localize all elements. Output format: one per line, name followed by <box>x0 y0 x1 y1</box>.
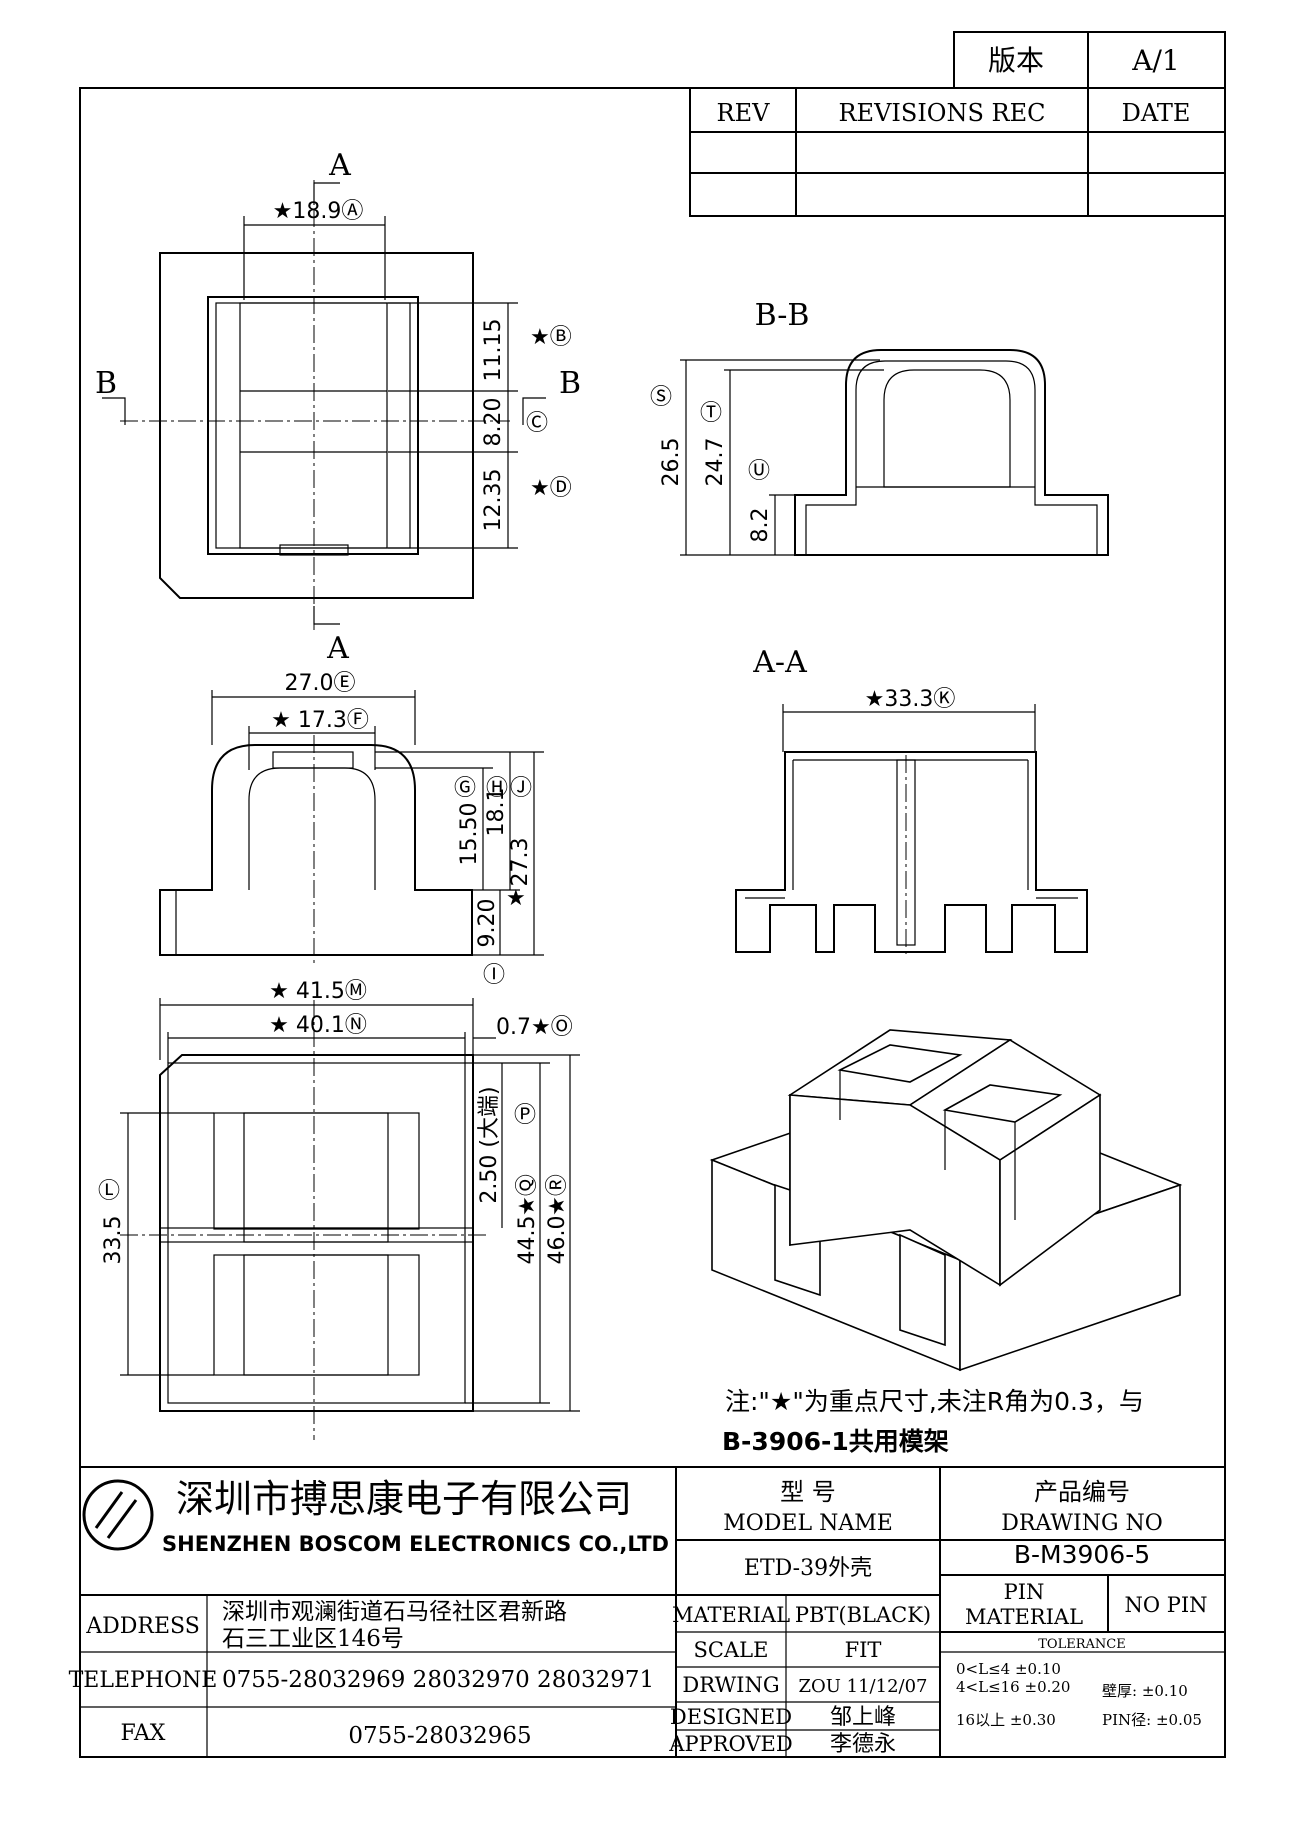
material-label: MATERIAL <box>672 1603 790 1627</box>
telephone-value: 0755-28032969 28032970 28032971 <box>222 1667 654 1693</box>
drawing-no-en: DRAWING NO <box>1001 1511 1163 1536</box>
tolerance-label: TOLERANCE <box>1038 1637 1125 1652</box>
isometric-view <box>709 985 1183 1372</box>
dim-o: 0.7★Ⓞ <box>496 1015 573 1040</box>
revision-table: REV REVISIONS REC DATE <box>689 87 1226 217</box>
note-line-2: B-3906-1共用模架 <box>722 1427 949 1456</box>
dim-r-tag: ★Ⓡ <box>545 1174 570 1216</box>
model-name-cn: 型 号 <box>780 1478 836 1506</box>
dim-i-tag: Ⓘ <box>483 963 505 988</box>
dim-u: 8.2 <box>748 508 773 543</box>
date-header: DATE <box>1122 99 1191 127</box>
scale-value: FIT <box>845 1638 882 1662</box>
dim-f: ★ 17.3Ⓕ <box>271 708 369 733</box>
dim-i: 9.20 <box>475 899 500 948</box>
pin-material-label: MATERIAL <box>965 1605 1083 1629</box>
revisions-header: REVISIONS REC <box>838 99 1045 127</box>
dim-a: ★18.9Ⓐ <box>273 199 364 224</box>
dim-q-tag: ★Ⓠ <box>515 1174 540 1216</box>
fax-label: FAX <box>121 1721 166 1746</box>
pin-diameter-tolerance: PIN径: ±0.05 <box>1102 1711 1202 1729</box>
drawing-no-cn: 产品编号 <box>1034 1478 1130 1506</box>
section-a-top: A <box>328 148 351 183</box>
dim-m: ★ 41.5Ⓜ <box>269 979 367 1004</box>
pin-value: NO PIN <box>1124 1593 1207 1617</box>
section-a-bottom: A <box>326 631 349 666</box>
dim-t: 24.7 <box>703 438 728 487</box>
dim-j: 27.3 <box>508 838 533 887</box>
telephone-label: TELEPHONE <box>69 1668 218 1693</box>
note-line-1: 注:"★"为重点尺寸,未注R角为0.3，与 <box>725 1387 1144 1416</box>
version-value: A/1 <box>1131 44 1179 77</box>
dim-l-tag: Ⓛ <box>98 1179 120 1204</box>
company-name-en: SHENZHEN BOSCOM ELECTRONICS CO.,LTD <box>162 1532 669 1556</box>
dim-c-tag: Ⓒ <box>526 411 548 436</box>
section-bb-title: B-B <box>755 298 810 333</box>
drawing-by-value: ZOU 11/12/07 <box>799 1676 928 1697</box>
dim-d-tag: ★Ⓓ <box>530 476 572 501</box>
section-b-left: B <box>95 366 117 401</box>
dim-d: 12.35 <box>481 469 506 532</box>
fax-value: 0755-28032965 <box>348 1723 531 1749</box>
dim-s: 26.5 <box>659 438 684 487</box>
pin-label: PIN <box>1004 1580 1045 1604</box>
model-name-en: MODEL NAME <box>723 1511 893 1536</box>
dim-t-tag: Ⓣ <box>700 401 722 426</box>
model-name-value: ETD-39外壳 <box>744 1556 872 1581</box>
dim-e: 27.0Ⓔ <box>285 671 356 696</box>
bottom-view: ★ 41.5Ⓜ ★ 40.1Ⓝ 0.7★Ⓞ 33.5 Ⓛ 2.50 (大端) Ⓟ… <box>98 979 580 1440</box>
sheet-border <box>79 87 1226 1758</box>
section-b-right: B <box>559 366 581 401</box>
dim-p: 2.50 (大端) <box>477 1086 502 1203</box>
address-line-1: 深圳市观澜街道石马径社区君新路 <box>222 1599 567 1625</box>
top-view: A A B B ★18.9Ⓐ 11.15 ★Ⓑ 8.20 Ⓒ 12.35 ★Ⓓ <box>95 148 581 666</box>
approved-value: 李德永 <box>830 1732 896 1757</box>
designed-label: DESIGNED <box>670 1705 792 1729</box>
dim-c: 8.20 <box>481 398 506 447</box>
dim-r: 46.0 <box>545 1216 570 1265</box>
tolerance-2: 4<L≤16 ±0.20 <box>956 1678 1070 1696</box>
dim-q: 44.5 <box>515 1216 540 1265</box>
dim-k: ★33.3Ⓚ <box>865 687 956 712</box>
dim-j-tag: Ⓙ <box>510 776 532 801</box>
dim-h: 18.1 <box>484 788 509 837</box>
tolerance-3: 16以上 ±0.30 <box>956 1711 1056 1729</box>
tolerance-1: 0<L≤4 ±0.10 <box>956 1660 1061 1678</box>
dim-g: 15.50 <box>457 803 482 866</box>
rev-header: REV <box>717 99 771 127</box>
material-value: PBT(BLACK) <box>795 1603 931 1627</box>
version-label: 版本 <box>988 44 1044 77</box>
approved-label: APPROVED <box>668 1732 792 1756</box>
section-aa-view: A-A ★33.3Ⓚ <box>735 645 1088 955</box>
section-aa-title: A-A <box>752 645 807 680</box>
dim-b: 11.15 <box>481 319 506 382</box>
drawing-label: DRWING <box>682 1673 779 1697</box>
dim-n: ★ 40.1Ⓝ <box>269 1013 367 1038</box>
scale-label: SCALE <box>694 1638 769 1662</box>
address-line-2: 石三工业区146号 <box>222 1626 404 1652</box>
wall-tolerance: 壁厚: ±0.10 <box>1102 1682 1188 1700</box>
dim-p-tag: Ⓟ <box>514 1103 536 1128</box>
dim-b-tag: ★Ⓑ <box>530 325 572 350</box>
dim-j-star: ★ <box>506 886 526 911</box>
title-block: 深圳市搏思康电子有限公司 SHENZHEN BOSCOM ELECTRONICS… <box>69 1466 1225 1757</box>
drawing-no-value: B-M3906-5 <box>1014 1540 1150 1569</box>
version-box: 版本 A/1 <box>953 31 1226 89</box>
dim-g-tag: Ⓖ <box>454 776 476 801</box>
section-bb-view: B-B 26.5 Ⓢ 24.7 Ⓣ 8.2 Ⓤ <box>650 298 1109 556</box>
front-view: 27.0Ⓔ ★ 17.3Ⓕ 15.50 Ⓖ 18.1 Ⓗ 27.3 Ⓙ ★ 9.… <box>159 671 544 988</box>
company-name-cn: 深圳市搏思康电子有限公司 <box>176 1477 632 1521</box>
dim-h-tag: Ⓗ <box>486 776 508 801</box>
designed-value: 邹上峰 <box>830 1705 896 1730</box>
dim-u-tag: Ⓤ <box>748 459 770 484</box>
company-logo <box>82 1479 154 1551</box>
dim-s-tag: Ⓢ <box>650 385 672 410</box>
dim-l: 33.5 <box>101 1216 126 1265</box>
address-label: ADDRESS <box>85 1614 200 1639</box>
